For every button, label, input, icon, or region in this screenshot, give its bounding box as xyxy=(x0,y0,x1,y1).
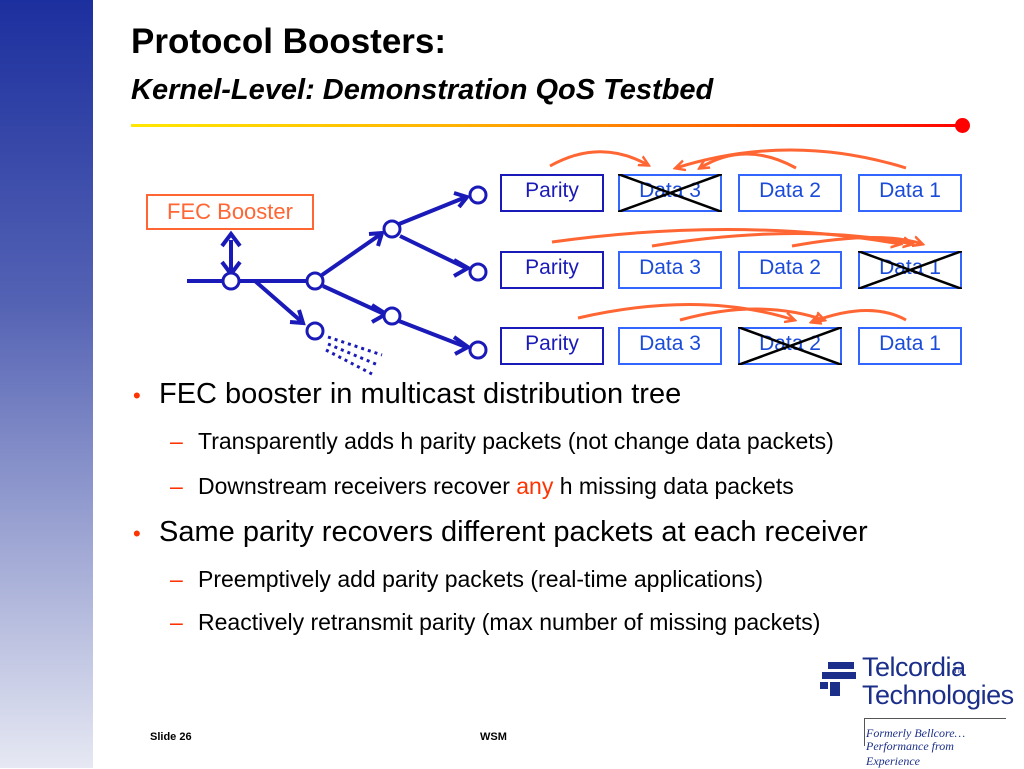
logo-tagline-2: Performance from Experience xyxy=(866,739,954,768)
dash-icon: – xyxy=(170,428,183,454)
packet-data: Data 1 xyxy=(858,174,962,212)
slide-title: Protocol Boosters: xyxy=(131,22,447,61)
receiver-node xyxy=(468,262,488,282)
logo-tagline-1: Formerly Bellcore… xyxy=(866,726,966,740)
tree-node xyxy=(382,219,402,239)
sub-bullet-text: Preemptively add parity packets (real-ti… xyxy=(198,566,764,592)
tree-node xyxy=(221,271,241,291)
tree-link xyxy=(253,279,304,324)
recovery-arrow xyxy=(577,302,794,320)
sub-bullet-text: Downstream receivers recover any h missi… xyxy=(198,473,794,499)
dash-icon: – xyxy=(170,473,183,499)
tree-node xyxy=(305,321,325,341)
tree-node xyxy=(382,306,402,326)
title-underline-dot xyxy=(955,118,970,133)
telcordia-mark-icon xyxy=(820,662,856,696)
packet-data: Data 3 xyxy=(618,327,722,365)
receiver-node xyxy=(468,340,488,360)
footer-center-text: WSM xyxy=(480,731,507,743)
bullet-dot-icon: • xyxy=(133,521,141,546)
tree-dotted-link xyxy=(327,335,383,357)
bullet-dot-icon: • xyxy=(133,383,141,408)
sub-bullet-text: Transparently adds h parity packets (not… xyxy=(198,428,834,454)
lost-packet-x-mark xyxy=(858,251,962,289)
packet-parity: Parity xyxy=(500,174,604,212)
dash-icon: – xyxy=(170,566,183,592)
dash-icon: – xyxy=(170,609,183,635)
logo-divider xyxy=(864,718,1006,719)
slide-sidebar xyxy=(0,0,93,768)
recovery-arrow xyxy=(700,152,797,168)
packet-data: Data 1 xyxy=(858,327,962,365)
bullet-text: FEC booster in multicast distribution tr… xyxy=(159,378,682,410)
title-underline xyxy=(131,124,961,127)
tree-node xyxy=(305,271,325,291)
recovery-arrow xyxy=(676,148,907,168)
packet-data: Data 2 xyxy=(738,251,842,289)
recovery-arrow xyxy=(812,308,907,322)
lost-packet-x-mark xyxy=(618,174,722,212)
tree-link xyxy=(320,232,383,277)
slide-subtitle: Kernel-Level: Demonstration QoS Testbed xyxy=(131,74,714,106)
logo-trademark: TM xyxy=(953,666,965,675)
recovery-arrow xyxy=(549,150,648,168)
tree-dotted-link xyxy=(325,348,373,376)
receiver-node xyxy=(468,185,488,205)
telcordia-logo: Telcordia TM Technologies Formerly Bellc… xyxy=(820,652,1014,768)
logo-name-line2: Technologies xyxy=(862,680,1014,710)
bullet-text: Same parity recovers different packets a… xyxy=(159,516,868,548)
slide-number: Slide 26 xyxy=(150,731,192,743)
tree-link xyxy=(398,319,467,349)
packet-parity: Parity xyxy=(500,327,604,365)
tree-link xyxy=(398,195,467,226)
booster-link-arrow-up xyxy=(220,230,242,248)
packet-data: Data 3 xyxy=(618,251,722,289)
recovery-arrow xyxy=(791,237,922,248)
tree-dotted-link xyxy=(327,342,379,367)
fec-booster-box: FEC Booster xyxy=(146,194,314,230)
packet-parity: Parity xyxy=(500,251,604,289)
packet-data: Data 2 xyxy=(738,174,842,212)
logo-divider-vertical xyxy=(864,718,865,746)
sub-bullet-text: Reactively retransmit parity (max number… xyxy=(198,609,821,635)
logo-name-line1: Telcordia xyxy=(862,652,966,682)
lost-packet-x-mark xyxy=(738,327,842,365)
highlight-any: any xyxy=(516,473,554,499)
tree-link xyxy=(322,284,385,316)
